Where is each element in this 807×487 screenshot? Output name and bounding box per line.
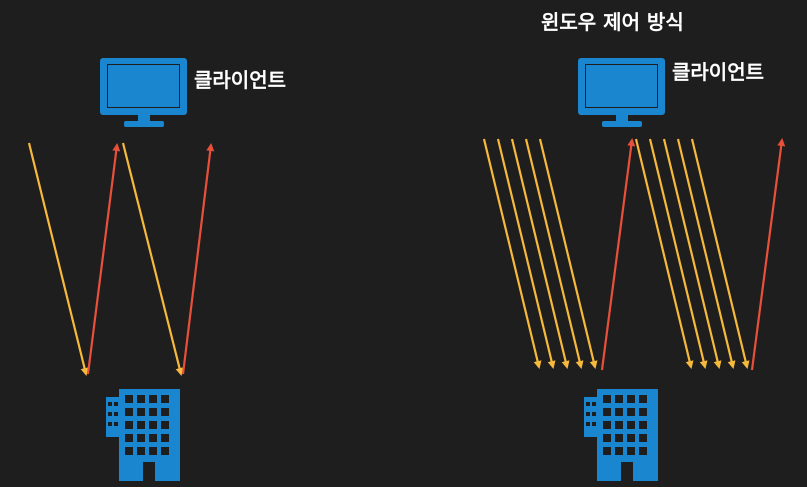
request-arrow [662,138,722,369]
request-arrow [676,138,736,369]
response-arrow [86,143,121,375]
building-icon [106,389,180,481]
left-panel [27,58,215,481]
request-arrow [690,138,750,369]
request-arrow [482,138,542,369]
response-arrow [750,138,786,371]
building-icon [584,389,658,481]
request-arrow [510,138,570,369]
monitor-icon [100,58,187,127]
right-panel [482,58,786,481]
client-label: 클라이언트 [194,68,286,92]
request-arrow [648,138,708,369]
request-arrow [496,138,556,369]
request-arrow [538,138,598,369]
response-arrow [600,138,636,371]
monitor-icon [578,58,665,127]
request-arrow [634,138,694,369]
response-arrow [181,143,215,375]
request-arrow [121,142,184,376]
diagram-title: 윈도우 제어 방식 [541,10,684,34]
request-arrow [27,142,89,376]
request-arrow [524,138,584,369]
client-label: 클라이언트 [672,60,764,84]
